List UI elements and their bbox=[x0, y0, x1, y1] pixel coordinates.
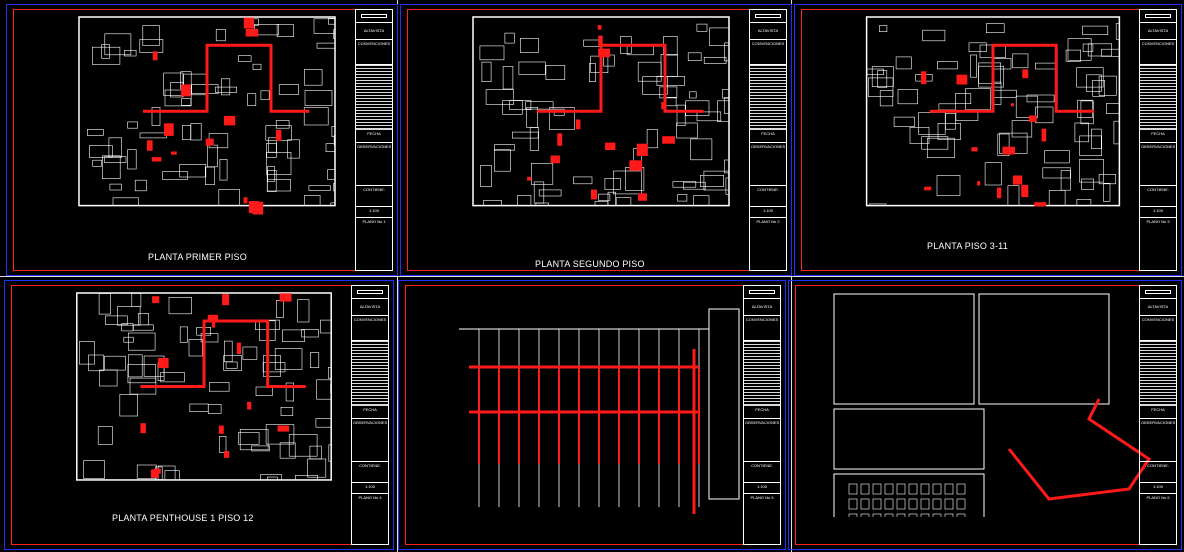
notes-text bbox=[1140, 65, 1176, 130]
floor-plan-drawing bbox=[472, 16, 730, 207]
notes-text bbox=[356, 65, 392, 130]
plan-title: PLANTA SEGUNDO PISO bbox=[535, 259, 645, 269]
floor-plan-drawing bbox=[459, 308, 740, 514]
notes-text bbox=[744, 341, 780, 406]
conventions-label: CONVENCIONES bbox=[1140, 316, 1176, 341]
scale-label: 1:100 bbox=[744, 483, 780, 494]
floor-plan-drawing bbox=[76, 292, 332, 481]
conventions-label: CONVENCIONES bbox=[744, 316, 780, 341]
contiene-label: CONTIENE: bbox=[1140, 186, 1176, 207]
plano-number: PLANO No 2 bbox=[756, 219, 780, 224]
project-name: ALTAVISTA bbox=[750, 23, 786, 40]
plano-number: PLANO No 6 bbox=[1146, 495, 1170, 500]
drawing-sheet[interactable]: ALTAVISTA CONVENCIONES FECHA OBSERVACION… bbox=[788, 280, 1182, 550]
fecha-label: FECHA bbox=[352, 406, 388, 419]
contiene-label: CONTIENE: bbox=[356, 186, 392, 207]
fecha-label: FECHA bbox=[744, 406, 780, 419]
contiene-label: CONTIENE: bbox=[750, 186, 786, 207]
title-block: ALTAVISTA CONVENCIONES FECHA OBSERVACION… bbox=[1139, 285, 1177, 545]
contiene-label: CONTIENE: bbox=[1140, 462, 1176, 483]
contiene-label: CONTIENE: bbox=[352, 462, 388, 483]
project-name: ALTAVISTA bbox=[1140, 23, 1176, 40]
scale-label: 1:100 bbox=[1140, 483, 1176, 494]
project-name: ALTAVISTA bbox=[1140, 299, 1176, 316]
drawing-sheet[interactable]: ALTAVISTA CONVENCIONES FECHA OBSERVACION… bbox=[794, 4, 1182, 276]
fecha-label: FECHA bbox=[356, 130, 392, 143]
plano-number: PLANO No 4 bbox=[358, 495, 382, 500]
sheet-col-separator bbox=[791, 0, 792, 552]
drawing-sheet[interactable]: ALTAVISTA CONVENCIONES FECHA OBSERVACION… bbox=[4, 280, 394, 550]
conventions-label: CONVENCIONES bbox=[750, 40, 786, 65]
notes-text bbox=[750, 65, 786, 130]
observaciones-label: OBSERVACIONES bbox=[356, 143, 392, 186]
drawing-sheet[interactable]: ALTAVISTA CONVENCIONES FECHA OBSERVACION… bbox=[398, 280, 786, 550]
notes-text bbox=[1140, 341, 1176, 406]
observaciones-label: OBSERVACIONES bbox=[1140, 143, 1176, 186]
fecha-label: FECHA bbox=[750, 130, 786, 143]
sheet-col-separator bbox=[397, 0, 398, 552]
floor-plan-drawing bbox=[78, 16, 336, 215]
observaciones-label: OBSERVACIONES bbox=[744, 419, 780, 462]
title-block: ALTAVISTA CONVENCIONES FECHA OBSERVACION… bbox=[749, 9, 787, 271]
plan-title: PLANTA PENTHOUSE 1 PISO 12 bbox=[112, 513, 254, 523]
fecha-label: FECHA bbox=[1140, 130, 1176, 143]
floor-plan-drawing bbox=[865, 16, 1121, 207]
title-block: ALTAVISTA CONVENCIONES FECHA OBSERVACION… bbox=[743, 285, 781, 545]
scale-label: 1:100 bbox=[750, 207, 786, 218]
observaciones-label: OBSERVACIONES bbox=[352, 419, 388, 462]
drawing-sheet[interactable]: ALTAVISTA CONVENCIONES FECHA OBSERVACION… bbox=[6, 4, 398, 276]
project-name: ALTAVISTA bbox=[744, 299, 780, 316]
title-block: ALTAVISTA CONVENCIONES FECHA OBSERVACION… bbox=[1139, 9, 1177, 271]
contiene-label: CONTIENE: bbox=[744, 462, 780, 483]
scale-label: 1:100 bbox=[352, 483, 388, 494]
project-name: ALTAVISTA bbox=[352, 299, 388, 316]
floor-plan-drawing bbox=[833, 293, 1151, 517]
drawing-sheet[interactable]: ALTAVISTA CONVENCIONES FECHA OBSERVACION… bbox=[400, 4, 792, 276]
title-block: ALTAVISTA CONVENCIONES FECHA OBSERVACION… bbox=[351, 285, 389, 545]
plan-title: PLANTA PISO 3-11 bbox=[927, 241, 1008, 251]
scale-label: 1:100 bbox=[356, 207, 392, 218]
conventions-label: CONVENCIONES bbox=[1140, 40, 1176, 65]
notes-text bbox=[352, 341, 388, 406]
conventions-label: CONVENCIONES bbox=[352, 316, 388, 341]
observaciones-label: OBSERVACIONES bbox=[1140, 419, 1176, 462]
plano-number: PLANO No 1 bbox=[362, 219, 386, 224]
scale-label: 1:100 bbox=[1140, 207, 1176, 218]
sheet-row-separator bbox=[0, 276, 1184, 277]
project-name: ALTAVISTA bbox=[356, 23, 392, 40]
observaciones-label: OBSERVACIONES bbox=[750, 143, 786, 186]
conventions-label: CONVENCIONES bbox=[356, 40, 392, 65]
plano-number: PLANO No 5 bbox=[750, 495, 774, 500]
plan-title: PLANTA PRIMER PISO bbox=[148, 252, 247, 262]
plano-number: PLANO No 3 bbox=[1146, 219, 1170, 224]
title-block: ALTAVISTA CONVENCIONES FECHA OBSERVACION… bbox=[355, 9, 393, 271]
fecha-label: FECHA bbox=[1140, 406, 1176, 419]
